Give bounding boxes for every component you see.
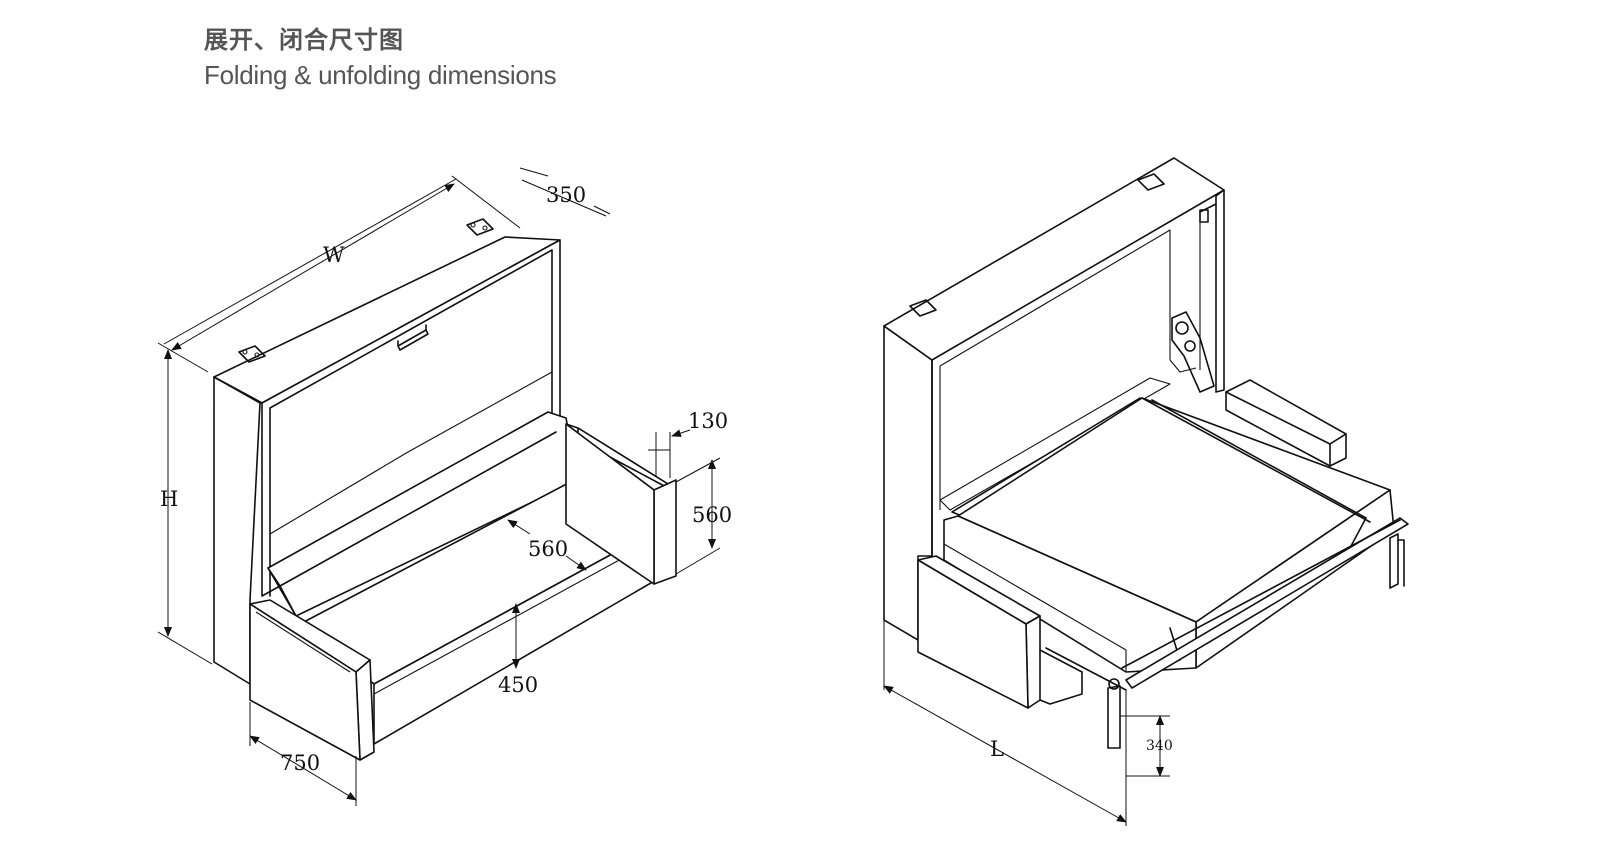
dimension-height-label: H — [160, 487, 178, 511]
dimension-armrest-height-label: 560 — [692, 503, 732, 527]
dimension-armrest-height: 560 — [675, 457, 732, 575]
dimension-seat-depth-label: 560 — [528, 537, 568, 561]
dimension-length: L — [883, 620, 1127, 826]
title-english: Folding & unfolding dimensions — [204, 60, 557, 90]
dimension-bed-height-label: 340 — [1146, 738, 1173, 754]
lift-mechanism-icon — [1169, 311, 1215, 393]
dimension-armrest-width-label: 130 — [688, 409, 728, 433]
dimension-width: W — [163, 175, 521, 351]
mattress — [943, 397, 1395, 673]
dimension-sofa-depth-label: 750 — [280, 751, 320, 775]
sofa-armrest-left-open — [917, 555, 1083, 709]
dimension-armrest-width: 130 — [648, 409, 728, 478]
sofa-armrest-left — [249, 599, 375, 761]
wall-bracket-icon — [1137, 173, 1165, 191]
title-chinese: 展开、闭合尺寸图 — [204, 26, 404, 54]
dimension-width-label: W — [323, 243, 345, 267]
unfolded-view: L 340 — [883, 157, 1409, 826]
dimension-height: H — [157, 342, 213, 665]
dimension-bed-height: 340 — [1120, 715, 1173, 777]
sofa-armrest-right — [565, 423, 677, 585]
folded-view: W 350 H 130 560 — [157, 167, 732, 806]
cabinet-open — [883, 157, 1225, 641]
dimension-seat-depth: 560 — [507, 519, 587, 571]
dimension-depth-label: 350 — [546, 183, 586, 207]
dimension-sofa-depth: 750 — [249, 702, 357, 806]
sofa-armrest-right-open — [1225, 379, 1347, 467]
wall-bracket-icon — [909, 299, 937, 317]
dimension-depth: 350 — [519, 167, 611, 217]
dimension-seat-height-label: 450 — [498, 673, 538, 697]
wall-light-icon — [1199, 209, 1209, 223]
dimension-seat-height: 450 — [498, 603, 538, 697]
dimension-length-label: L — [990, 737, 1004, 761]
wall-bracket-icon — [466, 218, 494, 236]
